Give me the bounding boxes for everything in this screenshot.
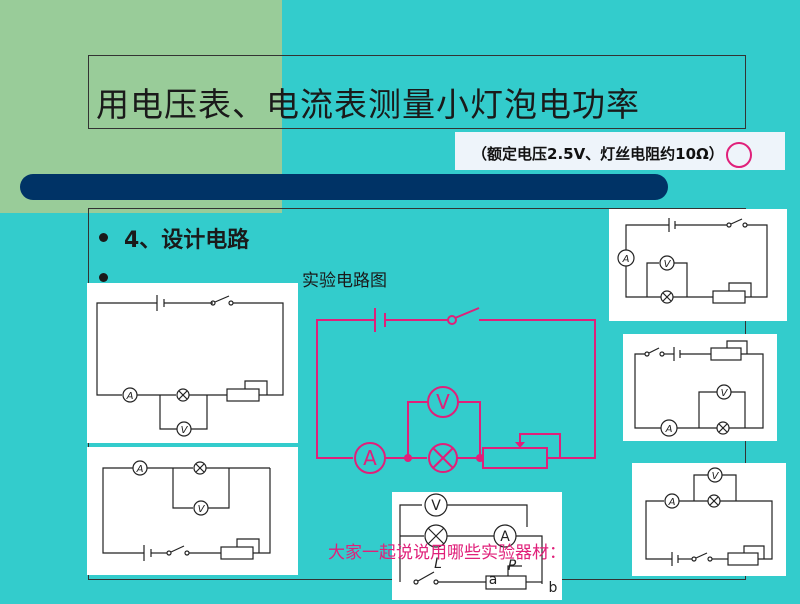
ammeter-label: A bbox=[136, 464, 144, 475]
ammeter-label: A bbox=[500, 529, 510, 545]
slider-label: P bbox=[508, 558, 517, 574]
circuit-diagram-right-1: A V bbox=[617, 218, 768, 304]
circuit-panel-right-3: A V bbox=[632, 463, 786, 576]
voltmeter-label: V bbox=[181, 425, 189, 436]
voltmeter-label: V bbox=[436, 390, 450, 414]
circuit-diagram-right-2: A V bbox=[634, 340, 764, 437]
ammeter-label: A bbox=[363, 446, 377, 470]
circuit-panel-left-bottom: A V bbox=[87, 447, 298, 575]
circuit-diagram-left-top: A V bbox=[96, 295, 284, 437]
ammeter-label: A bbox=[622, 254, 630, 265]
ammeter-label: A bbox=[126, 391, 134, 402]
end-b-label: b bbox=[549, 580, 558, 596]
circuit-diagram-left-bottom: A V bbox=[102, 460, 271, 561]
ammeter-label: A bbox=[665, 424, 673, 435]
bullet-dot bbox=[99, 273, 108, 282]
circuit-panel-right-2: A V bbox=[623, 334, 777, 441]
voltmeter-label: V bbox=[721, 388, 729, 399]
diagram-label: 实验电路图 bbox=[302, 271, 387, 291]
highlight-circle bbox=[726, 142, 752, 168]
end-a-label: a bbox=[489, 572, 498, 588]
voltmeter-label: V bbox=[712, 471, 720, 482]
slide-subtitle: （额定电压2.5V、灯丝电阻约10Ω） bbox=[472, 145, 724, 163]
circuit-panel-bottom-center: V A L P a b bbox=[392, 492, 562, 600]
circuit-panel-left-top: A V bbox=[87, 283, 298, 443]
voltmeter-label: V bbox=[664, 259, 672, 270]
circuit-diagram-bottom-center: V A L P a b bbox=[399, 493, 558, 596]
circuit-panel-right-1: A V bbox=[609, 209, 787, 321]
slide-title: 用电压表、电流表测量小灯泡电功率 bbox=[96, 85, 640, 124]
title-frame bbox=[88, 55, 746, 129]
voltmeter-label: V bbox=[431, 498, 441, 514]
circuit-diagram-right-3: A V bbox=[645, 467, 773, 566]
lamp-label: L bbox=[434, 556, 442, 572]
section-heading: 4、设计电路 bbox=[124, 228, 250, 253]
divider-bar bbox=[20, 174, 668, 200]
voltmeter-label: V bbox=[198, 504, 206, 515]
bullet-dot bbox=[99, 233, 108, 242]
ammeter-label: A bbox=[668, 497, 676, 508]
bottom-caption: 大家一起说说用哪些实验器材： bbox=[328, 543, 566, 563]
main-circuit-diagram: A V bbox=[316, 307, 596, 474]
